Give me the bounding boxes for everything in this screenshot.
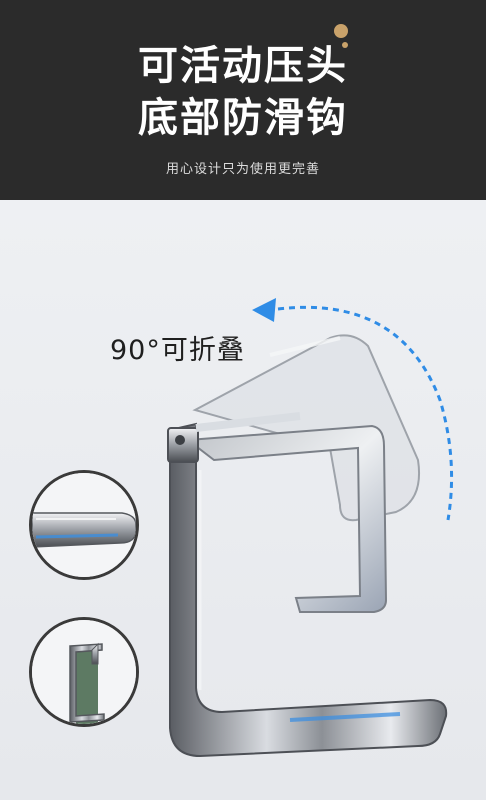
hinge-block [167,427,199,463]
hook-frame [169,422,448,758]
subtitle: 用心设计只为使用更完善 [165,162,320,177]
title-line-1: 可活动压头 [138,43,348,89]
hinge-pin [175,435,185,445]
arrow-head-icon [252,298,276,322]
detail-inset-edge [29,470,139,580]
detail-inset-door [29,617,139,727]
fold-label: 90°可折叠 [110,335,245,366]
anti-slip-strip [289,712,401,722]
header-banner: 可活动压头 底部防滑钩 用心设计只为使用更完善 [0,0,486,200]
edge-closeup [32,473,136,577]
title-line-2: 底部防滑钩 [138,95,348,141]
decor-dot-large [334,24,348,38]
door-closeup [32,620,136,724]
decor-dot-small [342,42,348,48]
hook-inner-plate [185,424,388,613]
